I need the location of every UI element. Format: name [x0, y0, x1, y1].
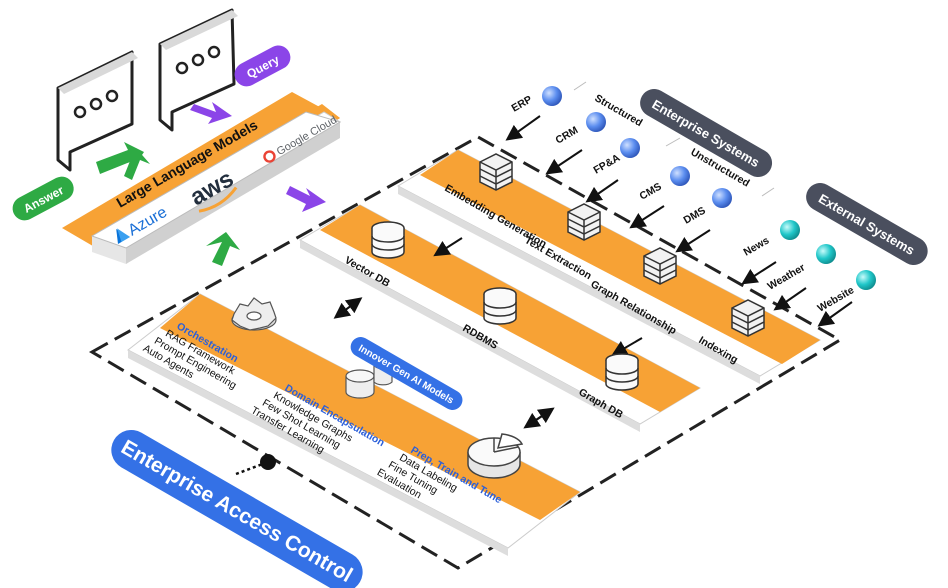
- dms-sphere-icon: [712, 188, 732, 208]
- crm-sphere-icon: [586, 112, 606, 132]
- gear-icon: [231, 297, 277, 331]
- answer-arrow-icon: [96, 142, 150, 180]
- source-fpa: FP&A: [585, 138, 640, 203]
- graph-db-icon: [605, 353, 639, 391]
- answer-badge: Answer: [12, 176, 74, 221]
- erp-sphere-icon: [542, 86, 562, 106]
- pie-chart-icon: [467, 433, 524, 479]
- query-arrow-icon: [190, 102, 232, 124]
- source-crm: CRM: [545, 112, 606, 175]
- news-sphere-icon: [780, 220, 800, 240]
- connector-dot-icon: [260, 454, 276, 470]
- source-website: Website: [816, 270, 876, 327]
- source-erp: ERP: [505, 86, 562, 141]
- stack-icon-text-extraction: [567, 203, 601, 241]
- cms-label: CMS: [638, 181, 664, 203]
- fpa-label: FP&A: [592, 152, 623, 177]
- enterprise-systems-pill: Enterprise Systems: [640, 89, 773, 177]
- access-control-connector: [235, 454, 276, 476]
- ingest-to-graphdb-arrow: [611, 337, 643, 357]
- platform-to-llm-arrow-icon: [206, 232, 240, 266]
- erp-label: ERP: [510, 93, 535, 114]
- query-chat-bubble-icon: [158, 8, 238, 132]
- website-label: Website: [816, 284, 857, 315]
- fpa-sphere-icon: [620, 138, 640, 158]
- source-weather: Weather: [766, 244, 836, 311]
- news-label: News: [742, 234, 772, 258]
- crm-label: CRM: [554, 124, 581, 146]
- data-app-exchange-arrow-1: [333, 297, 363, 319]
- rdbms-icon: [483, 287, 517, 325]
- weather-label: Weather: [766, 262, 808, 293]
- data-app-exchange-arrow-2: [523, 407, 555, 429]
- ingestion-layer: [396, 149, 822, 384]
- answer-chat-bubble-icon: [56, 50, 138, 172]
- cms-sphere-icon: [670, 166, 690, 186]
- ingest-to-data-arrow: [433, 237, 463, 257]
- stack-icon-graph-relationship: [643, 247, 677, 285]
- website-sphere-icon: [856, 270, 876, 290]
- stack-icon-embedding: [479, 153, 513, 191]
- stack-icon-indexing: [731, 299, 765, 337]
- dms-label: DMS: [682, 205, 708, 227]
- llm-to-platform-arrow-icon: [286, 186, 326, 212]
- query-badge: Query: [234, 45, 291, 87]
- source-dms: DMS: [675, 188, 732, 253]
- platform-dashed-border: [88, 135, 843, 570]
- weather-sphere-icon: [816, 244, 836, 264]
- vector-db-icon: [371, 221, 405, 259]
